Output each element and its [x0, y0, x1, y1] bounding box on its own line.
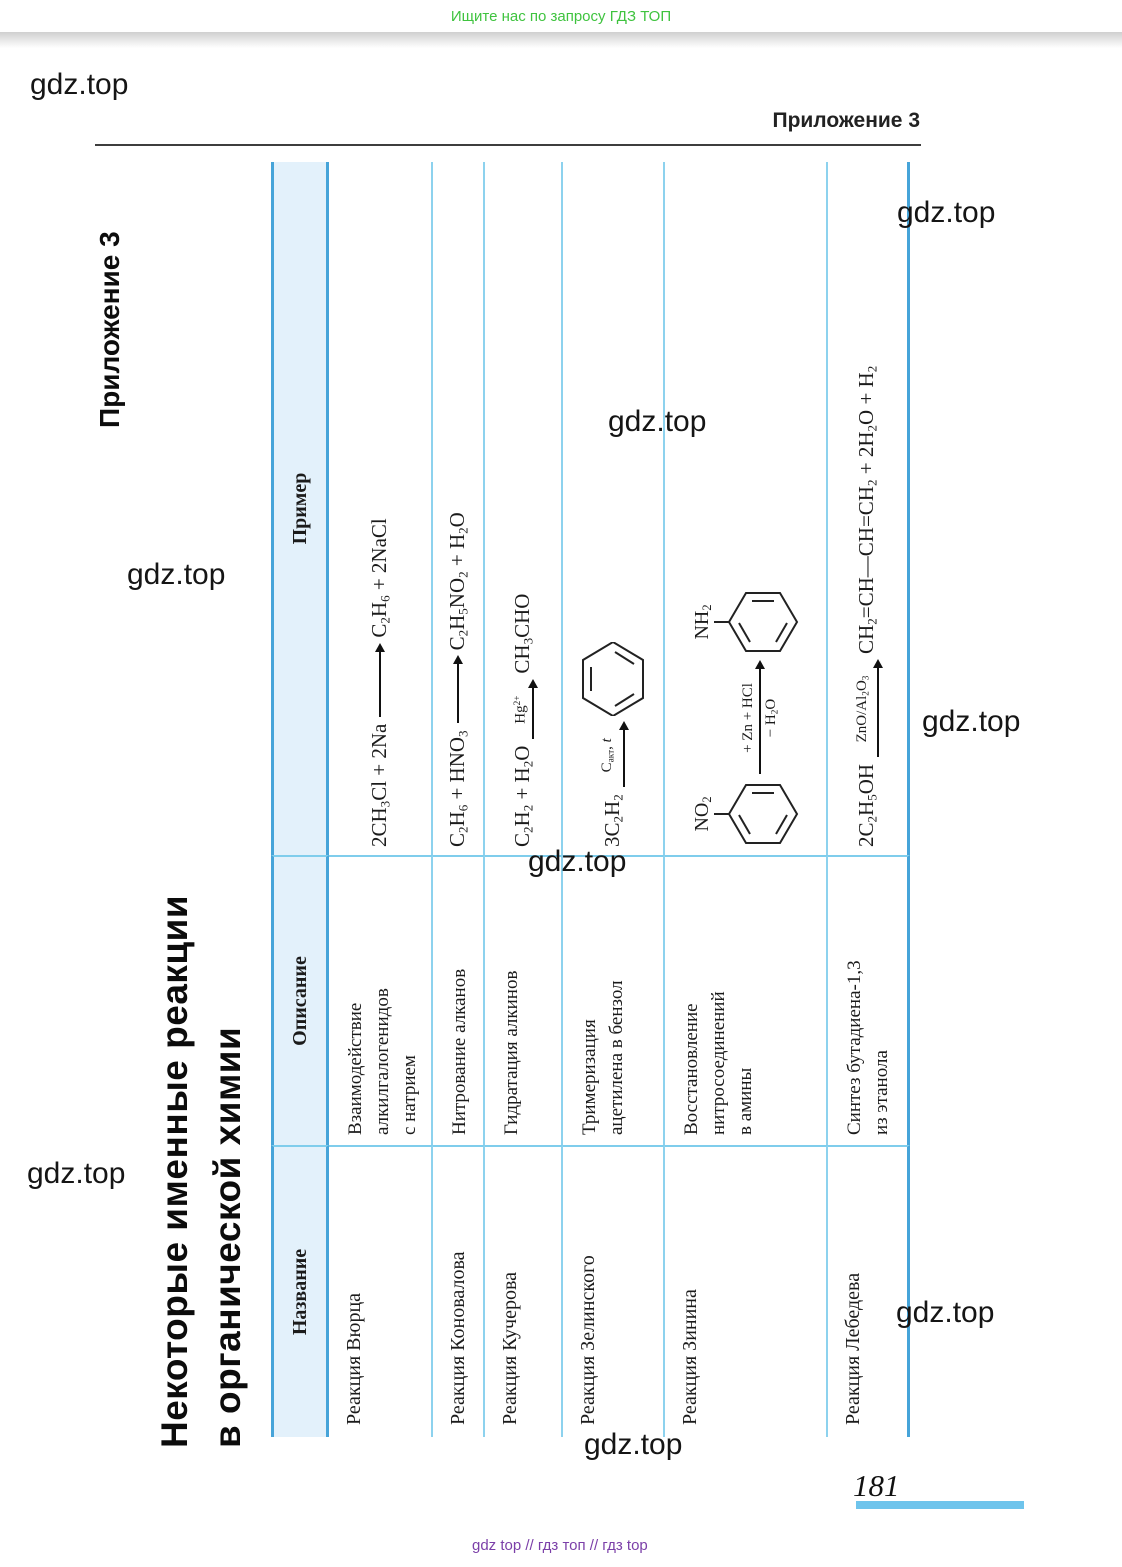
reaction-example: 3C2H2 Cакт, t [563, 162, 665, 855]
reaction-arrow-active-carbon: Cакт, t [599, 723, 626, 788]
reaction-name: Реакция Вюрца [329, 1145, 433, 1437]
reaction-arrow-hg-catalyst: Hg2+ [510, 680, 536, 739]
column-header-description: Описание [271, 855, 329, 1145]
document-title: Некоторые именные реакции в органической… [148, 775, 260, 1448]
appendix-side-label: Приложение 3 [94, 231, 125, 428]
scan-shadow-band [0, 32, 1122, 48]
reaction-arrow-zn-hcl: + Zn + HCl − H2O [740, 662, 784, 774]
formula-lhs: 2C2H5OH [854, 763, 880, 847]
watermark: gdz.top [127, 558, 226, 591]
header-rule [95, 144, 921, 146]
column-header-name: Название [271, 1145, 329, 1437]
formula-rhs: C2H5NO2 + H2O [444, 512, 471, 651]
watermark: gdz.top [922, 705, 1021, 738]
arrow-condition: Cакт, t [599, 738, 617, 773]
arrow-condition: Hg2+ [512, 695, 529, 724]
arrow-condition-under: − H2O [763, 698, 781, 738]
arrow-condition-over: + Zn + HCl [740, 683, 757, 753]
document-title-line1: Некоторые именные реакции [154, 894, 195, 1448]
footer-links[interactable]: gdz top // гдз топ // гдз top [472, 1537, 648, 1554]
reaction-description: Синтез бутадиена-1,3 из этанола [828, 855, 910, 1145]
watermark: gdz.top [897, 196, 996, 229]
column-header-example: Пример [271, 162, 329, 855]
substituent-label: NH2 [690, 604, 714, 640]
watermark: gdz.top [896, 1296, 995, 1329]
reaction-example: 2C2H5OH ZnO/Al2O3 CH2=CH—CH=CH2 + 2H2O +… [828, 162, 910, 855]
benzene-ring-structure [582, 642, 644, 717]
promo-banner-link[interactable]: Ищите нас по запросу ГДЗ ТОП [450, 8, 672, 25]
substituent-label: NO2 [690, 796, 714, 832]
reaction-description: Восстановление нитросоединений в амины [665, 855, 828, 1145]
reaction-name: Реакция Кучерова [485, 1145, 563, 1437]
formula-rhs: CH2=CH—CH=CH2 + 2H2O + H2 [854, 365, 880, 654]
reaction-name: Реакция Коновалова [433, 1145, 485, 1437]
watermark: gdz.top [30, 68, 129, 101]
formula-rhs: C2H6 + 2NaCl [366, 518, 393, 638]
watermark: gdz.top [528, 845, 627, 878]
reaction-description: Гидратация алкинов [485, 855, 563, 1145]
arrow-condition: ZnO/Al2O3 [853, 675, 872, 743]
aniline-structure: NH2 [690, 589, 800, 655]
named-reactions-table: Название Описание Пример Реакция Вюрца В… [271, 162, 910, 1437]
benzene-ring-structure [714, 592, 799, 652]
reaction-name: Реакция Лебедева [828, 1145, 910, 1437]
reaction-name: Реакция Зелинского [563, 1145, 665, 1437]
reaction-example: C2H6 + HNO3 C2H5NO2 + H2O [433, 162, 485, 855]
formula-lhs: C2H2 + H2O [509, 745, 536, 847]
watermark: gdz.top [608, 405, 707, 438]
document-title-line2: в органической химии [207, 1026, 248, 1448]
reaction-example: NO2 + Zn + HCl − H2O NH2 [665, 162, 828, 855]
reaction-arrow [455, 657, 461, 724]
page-number-underline-bar [856, 1501, 1024, 1509]
reaction-description: Взаимодействие алкилгалогенидов с натрие… [329, 855, 433, 1145]
reaction-arrow-zno-al2o3: ZnO/Al2O3 [853, 660, 881, 757]
reaction-arrow [377, 644, 383, 717]
reaction-name: Реакция Зинина [665, 1145, 828, 1437]
watermark: gdz.top [584, 1428, 683, 1461]
appendix-running-head: Приложение 3 [772, 109, 920, 132]
formula-lhs: C2H6 + HNO3 [444, 730, 471, 847]
reaction-example: 2CH3Cl + 2Na C2H6 + 2NaCl [329, 162, 433, 855]
benzene-ring-structure [714, 784, 799, 844]
page-number: 181 [853, 1468, 900, 1503]
reaction-description: Тримеризация ацетилена в бензол [563, 855, 665, 1145]
nitrobenzene-structure: NO2 [690, 781, 800, 847]
reaction-example: C2H2 + H2O Hg2+ CH3CHO [485, 162, 563, 855]
formula-lhs: 2CH3Cl + 2Na [366, 723, 393, 847]
watermark: gdz.top [27, 1157, 126, 1190]
formula-rhs: CH3CHO [509, 593, 536, 674]
formula-lhs: 3C2H2 [599, 794, 626, 847]
reaction-description: Нитрование алканов [433, 855, 485, 1145]
